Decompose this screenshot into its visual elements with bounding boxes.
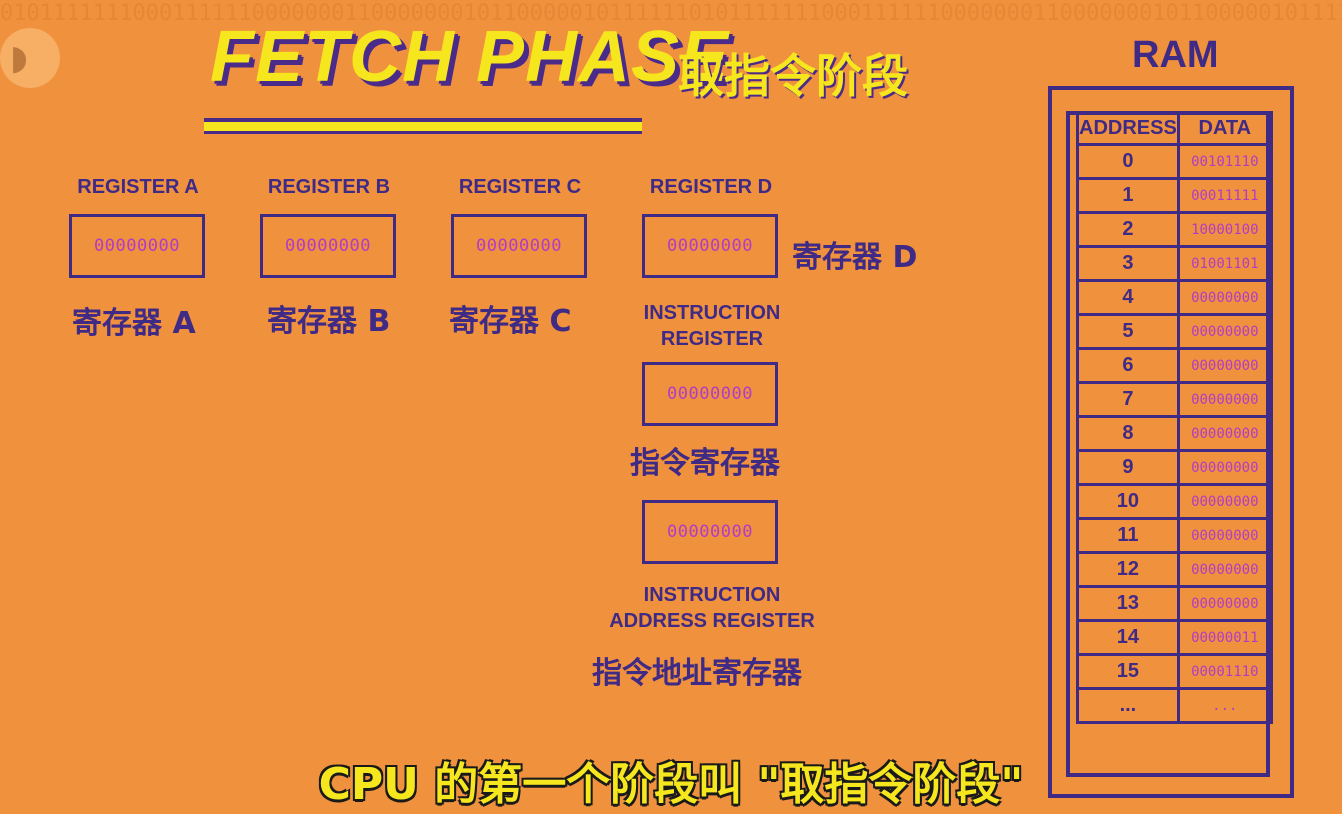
- ram-address-cell: 1: [1076, 177, 1180, 214]
- ram-data-cell: 00101110: [1176, 143, 1273, 180]
- ram-address-cell: ...: [1076, 687, 1180, 724]
- ram-data-cell: 00000000: [1176, 279, 1273, 316]
- ram-address-cell: 3: [1076, 245, 1180, 282]
- ram-address-cell: 5: [1076, 313, 1180, 350]
- register-d-label-cn: 寄存器 D: [792, 240, 918, 275]
- ram-address-cell: 4: [1076, 279, 1180, 316]
- instruction-register-label-line2: REGISTER: [660, 328, 764, 350]
- instruction-register-label-line1: INSTRUCTION: [643, 302, 781, 324]
- instruction-register-label: INSTRUCTION REGISTER: [612, 300, 812, 352]
- ram-row: ......: [1076, 687, 1273, 724]
- ram-data-cell: 00000000: [1176, 347, 1273, 384]
- instruction-address-register-label-cn: 指令地址寄存器: [592, 656, 802, 691]
- ram-data-cell: 00000000: [1176, 585, 1273, 622]
- ram-address-cell: 6: [1076, 347, 1180, 384]
- ram-title: RAM: [1132, 34, 1219, 76]
- pbs-logo-icon: ◗: [0, 28, 60, 88]
- instruction-address-register-box: 00000000: [642, 500, 778, 564]
- ram-address-cell: 0: [1076, 143, 1180, 180]
- ram-data-cell: 00000011: [1176, 619, 1273, 656]
- ram-address-cell: 11: [1076, 517, 1180, 554]
- register-c-label: REGISTER C: [458, 176, 582, 198]
- ram-address-cell: 14: [1076, 619, 1180, 656]
- ram-data-cell: 00000000: [1176, 449, 1273, 486]
- ram-data-cell: ...: [1176, 687, 1273, 724]
- ram-data-cell: 00001110: [1176, 653, 1273, 690]
- ram-address-cell: 2: [1076, 211, 1180, 248]
- ram-data-cell: 00000000: [1176, 517, 1273, 554]
- page-title-cn: 取指令阶段: [678, 49, 908, 103]
- instruction-address-register-label-line2: ADDRESS REGISTER: [609, 610, 815, 632]
- instruction-register-label-cn: 指令寄存器: [630, 446, 780, 481]
- register-d-box: 00000000: [642, 214, 778, 278]
- register-c-label-cn: 寄存器 C: [449, 304, 572, 339]
- ram-address-cell: 15: [1076, 653, 1180, 690]
- register-a-box: 00000000: [69, 214, 205, 278]
- ram-data-cell: 00000000: [1176, 415, 1273, 452]
- page-title: FETCH PHASE: [210, 17, 730, 97]
- ram-address-cell: 7: [1076, 381, 1180, 418]
- ram-data-cell: 00011111: [1176, 177, 1273, 214]
- instruction-address-register-label: INSTRUCTION ADDRESS REGISTER: [592, 582, 832, 634]
- instruction-register-box: 00000000: [642, 362, 778, 426]
- subtitle-caption: CPU 的第一个阶段叫 "取指令阶段": [318, 759, 1024, 810]
- ram-data-cell: 00000000: [1176, 313, 1273, 350]
- ram-address-cell: 12: [1076, 551, 1180, 588]
- ram-header-address: ADDRESS: [1076, 111, 1180, 146]
- register-a-label-cn: 寄存器 A: [72, 306, 196, 341]
- register-d-label: REGISTER D: [649, 176, 773, 198]
- register-c-box: 00000000: [451, 214, 587, 278]
- title-underline: [204, 118, 642, 134]
- ram-data-cell: 10000100: [1176, 211, 1273, 248]
- ram-address-cell: 13: [1076, 585, 1180, 622]
- ram-outer-frame: [1048, 86, 1294, 798]
- ram-data-cell: 01001101: [1176, 245, 1273, 282]
- ram-data-cell: 00000000: [1176, 483, 1273, 520]
- instruction-address-register-label-line1: INSTRUCTION: [643, 584, 781, 606]
- register-b-label-cn: 寄存器 B: [267, 304, 391, 339]
- ram-address-cell: 8: [1076, 415, 1180, 452]
- ram-data-cell: 00000000: [1176, 381, 1273, 418]
- register-a-label: REGISTER A: [77, 176, 199, 198]
- ram-address-cell: 9: [1076, 449, 1180, 486]
- ram-data-cell: 00000000: [1176, 551, 1273, 588]
- register-b-box: 00000000: [260, 214, 396, 278]
- ram-header-data: DATA: [1176, 111, 1273, 146]
- ram-address-cell: 10: [1076, 483, 1180, 520]
- register-b-label: REGISTER B: [267, 176, 391, 198]
